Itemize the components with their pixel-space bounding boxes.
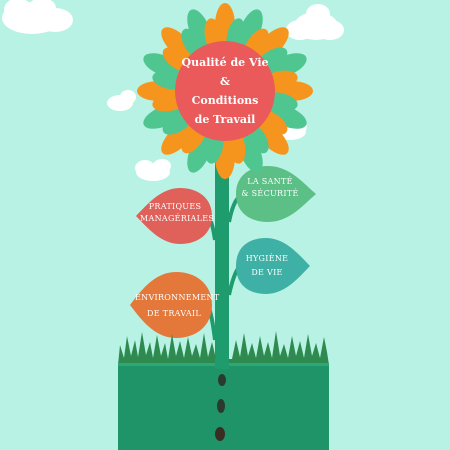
leaf-hygiene-de-vie (236, 238, 310, 294)
leaf-label-environnement-travail: ENVIRONNEMENT DE TRAVAIL (135, 293, 220, 318)
petal (254, 120, 289, 155)
leaf-environnement-travail (130, 272, 212, 338)
cloud (286, 4, 344, 40)
stem (215, 130, 229, 375)
stem-in-soil (215, 359, 229, 369)
petal (161, 27, 196, 62)
leaf-label-hygiene-de-vie: HYGIÈNE DE VIE (245, 254, 289, 277)
cloud (107, 90, 136, 111)
leaf-pratiques-manageriales (136, 188, 212, 244)
seed (218, 374, 226, 386)
seed (217, 399, 225, 413)
leaf-label-pratiques-manageriales: PRATIQUES MANAGÉRIALES (140, 202, 215, 223)
leaf-label-sante-securite: LA SANTÉ & SÉCURITÉ (241, 177, 299, 198)
cloud (135, 159, 171, 181)
cloud (2, 0, 73, 34)
leaf-sante-securite (236, 166, 316, 222)
grass (118, 331, 329, 365)
flower-center-text: Qualité de Vie & Conditions de Travail (181, 56, 269, 126)
seed (215, 427, 225, 441)
flower-center (175, 41, 275, 141)
petal (161, 120, 196, 155)
petal (254, 27, 289, 62)
